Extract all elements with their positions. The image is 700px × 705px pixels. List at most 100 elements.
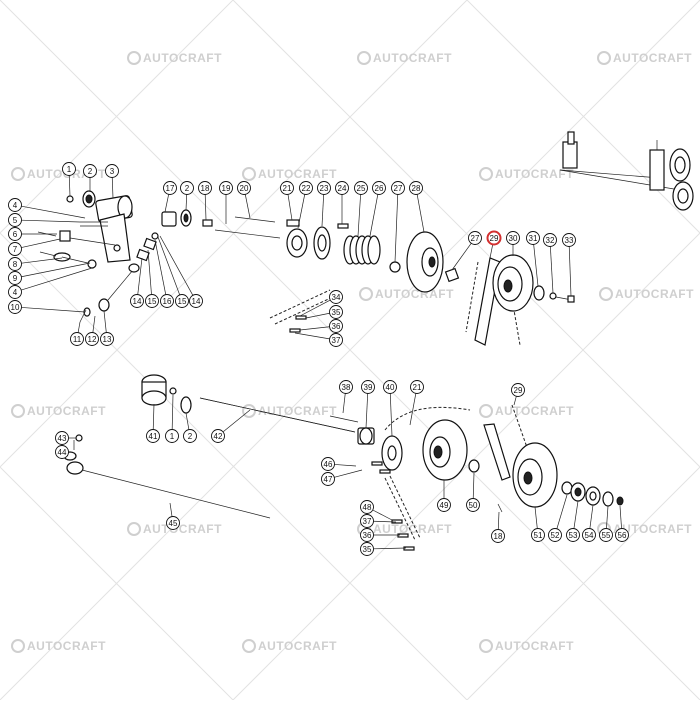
callout-number: 21 bbox=[413, 383, 422, 392]
watermark-logo: AUTOCRAFT bbox=[243, 404, 337, 418]
callout-number: 36 bbox=[332, 322, 341, 331]
callout-leader-line bbox=[370, 194, 378, 236]
callout-number: 56 bbox=[618, 531, 627, 540]
callout-number: 13 bbox=[103, 335, 112, 344]
callout-leader-line bbox=[569, 246, 571, 296]
watermark-text: AUTOCRAFT bbox=[143, 51, 222, 65]
callout-leader-line bbox=[78, 322, 80, 333]
callout-number: 2 bbox=[185, 184, 190, 193]
callout-number: 40 bbox=[386, 383, 395, 392]
callout-number: 34 bbox=[332, 293, 341, 302]
callout-leader-line bbox=[21, 239, 60, 248]
callout-leader-line bbox=[172, 395, 173, 430]
part-callout-6: 6 bbox=[9, 228, 58, 241]
callout-number: 9 bbox=[13, 274, 18, 283]
callout-number: 19 bbox=[222, 184, 231, 193]
callout-leader-line bbox=[138, 258, 142, 295]
part-callout-43: 43 bbox=[56, 432, 77, 445]
watermark-logo: AUTOCRAFT bbox=[480, 167, 574, 181]
watermark-icon bbox=[12, 640, 24, 652]
callout-leader-line bbox=[534, 244, 538, 286]
callout-number: 27 bbox=[471, 234, 480, 243]
watermark-text: AUTOCRAFT bbox=[143, 522, 222, 536]
assembly-overview-sketch bbox=[560, 132, 693, 210]
callout-number: 35 bbox=[363, 545, 372, 554]
callout-number: 18 bbox=[201, 184, 210, 193]
part-callout-37: 37 bbox=[295, 333, 343, 347]
callout-number: 17 bbox=[166, 184, 175, 193]
callout-number: 12 bbox=[88, 335, 97, 344]
watermark-icon bbox=[243, 640, 255, 652]
callout-leader-line bbox=[165, 194, 169, 212]
callout-leader-line bbox=[557, 495, 567, 529]
callout-leader-line bbox=[295, 333, 330, 339]
watermark-icon bbox=[600, 288, 612, 300]
callout-number: 1 bbox=[67, 165, 72, 174]
part-callout-11: 11 bbox=[71, 322, 84, 346]
callout-leader-line bbox=[334, 464, 356, 466]
part-callout-40: 40 bbox=[384, 381, 397, 437]
pulley-and-belt-lower bbox=[484, 405, 623, 512]
watermark-icon bbox=[128, 523, 140, 535]
callout-number: 23 bbox=[320, 184, 329, 193]
callout-leader-line bbox=[490, 244, 493, 258]
watermark-logo: AUTOCRAFT bbox=[598, 51, 692, 65]
callout-number: 15 bbox=[178, 297, 187, 306]
callout-number: 4 bbox=[13, 288, 18, 297]
callout-leader-line bbox=[223, 410, 250, 432]
callout-number: 36 bbox=[363, 531, 372, 540]
callout-number: 11 bbox=[73, 335, 82, 344]
callout-leader-line bbox=[498, 512, 499, 530]
callout-number: 18 bbox=[494, 532, 503, 541]
callout-number: 43 bbox=[58, 434, 67, 443]
part-callout-7: 7 bbox=[9, 239, 61, 256]
callout-leader-line bbox=[590, 505, 593, 529]
watermark-text: AUTOCRAFT bbox=[373, 51, 452, 65]
callout-number: 47 bbox=[324, 475, 333, 484]
callout-number: 2 bbox=[188, 432, 193, 441]
watermark-logo: AUTOCRAFT bbox=[12, 404, 106, 418]
callout-leader-line bbox=[550, 246, 553, 293]
callout-number: 4 bbox=[13, 201, 18, 210]
part-callout-44: 44 bbox=[56, 446, 69, 459]
callout-leader-line bbox=[300, 327, 330, 330]
callout-number: 14 bbox=[133, 297, 142, 306]
watermark-icon bbox=[480, 405, 492, 417]
part-callout-35: 35 bbox=[361, 543, 407, 556]
callout-number: 35 bbox=[332, 308, 341, 317]
callout-number: 54 bbox=[585, 531, 594, 540]
part-drawings bbox=[38, 132, 693, 550]
callout-number: 29 bbox=[490, 234, 499, 243]
part-callout-18: 18 bbox=[492, 512, 505, 543]
callout-number: 53 bbox=[569, 531, 578, 540]
part-callout-29: 29 bbox=[488, 232, 501, 259]
callout-number: 51 bbox=[534, 531, 543, 540]
callout-number: 10 bbox=[11, 303, 20, 312]
part-callout-27: 27 bbox=[392, 182, 405, 263]
watermark-logo: AUTOCRAFT bbox=[600, 287, 694, 301]
callout-number: 2 bbox=[88, 167, 93, 176]
callout-number: 16 bbox=[163, 297, 172, 306]
callout-number: 6 bbox=[13, 230, 18, 239]
watermark-text: AUTOCRAFT bbox=[375, 287, 454, 301]
part-callout-45: 45 bbox=[167, 503, 180, 530]
control-cable bbox=[64, 435, 270, 518]
part-callout-1: 1 bbox=[166, 395, 179, 443]
callout-leader-line bbox=[334, 470, 362, 477]
callout-number: 1 bbox=[170, 432, 175, 441]
callout-leader-line bbox=[21, 206, 85, 218]
callout-leader-line bbox=[322, 194, 324, 226]
watermark-logo: AUTOCRAFT bbox=[360, 287, 454, 301]
callout-leader-line bbox=[410, 393, 416, 425]
callout-leader-line bbox=[358, 194, 361, 236]
callout-leader-line bbox=[574, 501, 578, 529]
part-callout-29: 29 bbox=[512, 384, 525, 406]
part-callout-28: 28 bbox=[410, 182, 425, 233]
callout-number: 15 bbox=[148, 297, 157, 306]
part-callout-20: 20 bbox=[238, 182, 251, 219]
callout-number: 25 bbox=[357, 184, 366, 193]
callout-number: 28 bbox=[412, 184, 421, 193]
callout-leader-line bbox=[343, 393, 345, 413]
callout-number: 52 bbox=[551, 531, 560, 540]
